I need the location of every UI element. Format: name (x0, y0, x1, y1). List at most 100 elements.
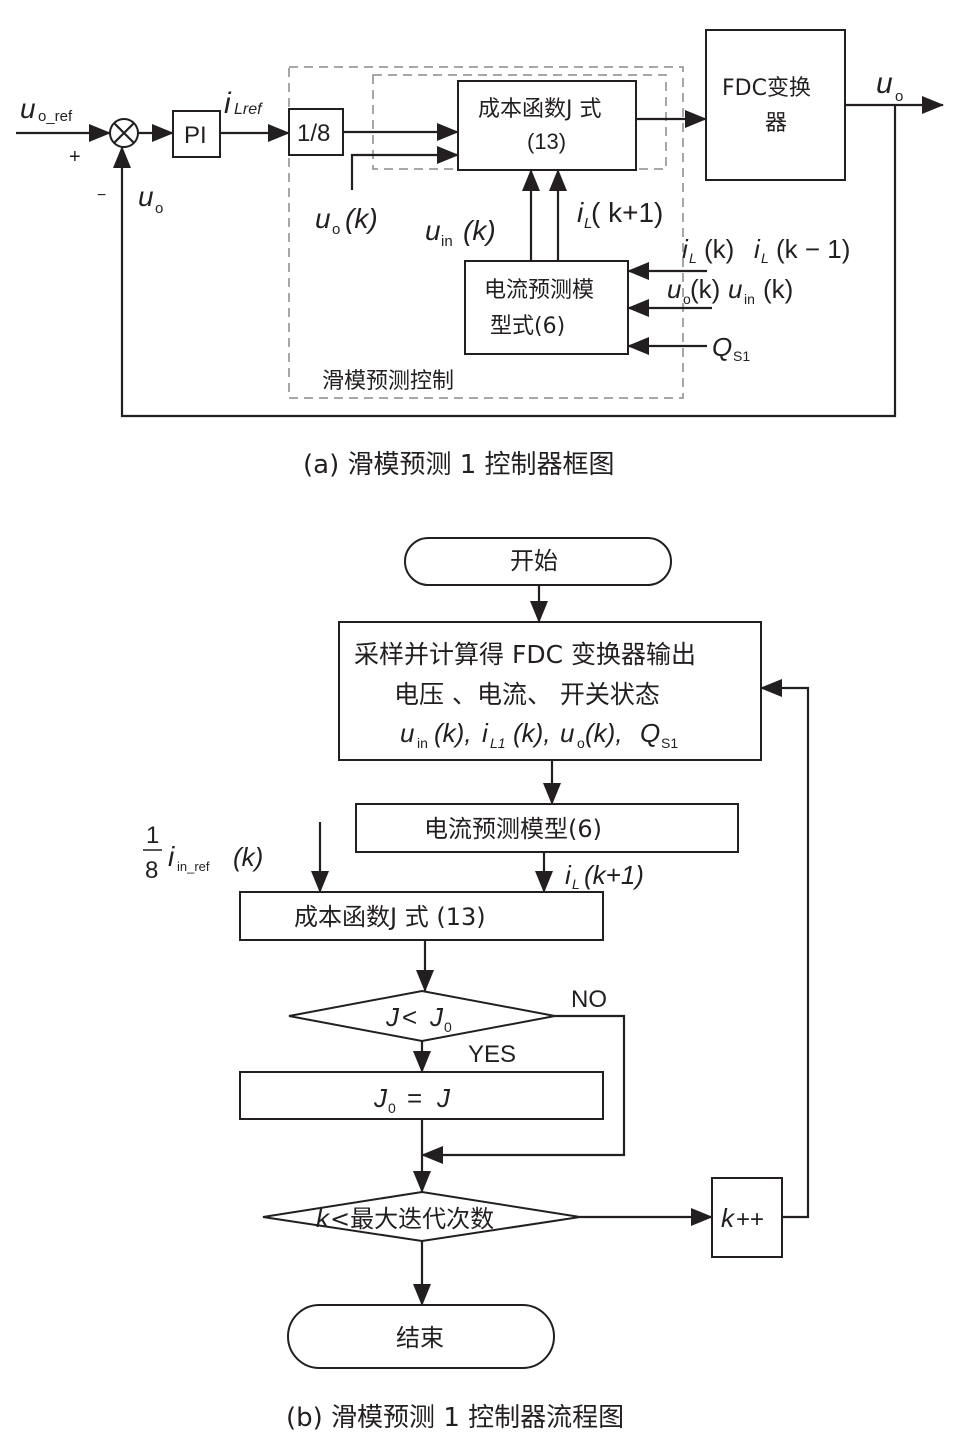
cost-function-block (457, 80, 637, 171)
il-k-subscript: L (689, 250, 697, 266)
decision2-text: <最大迭代次数 (330, 1205, 494, 1233)
frac-numerator: 1 (146, 822, 159, 849)
region-label: 滑模预测控制 (322, 369, 454, 394)
qs1-symbol: Q (712, 332, 732, 362)
uin-k-symbol: u (425, 215, 441, 246)
il-km1-arg: (k − 1) (776, 234, 850, 264)
gain-label: 1/8 (297, 120, 330, 147)
converter-line2: 器 (765, 111, 787, 136)
ref-i-symbol: i (168, 841, 175, 872)
il-next-subscript: L (572, 876, 580, 892)
il-k-arg: (k) (704, 234, 734, 264)
ilref-subscript: Lref (234, 101, 263, 118)
assign-eq: = (407, 1083, 422, 1113)
uin-input-subscript: in (744, 291, 755, 307)
start-label: 开始 (510, 547, 558, 575)
il-k1-subscript: L (584, 215, 592, 232)
decision1-rhs: J (429, 1002, 444, 1032)
sample-uin-symbol: u (400, 718, 414, 748)
decision1-rhs-sub: 0 (444, 1019, 452, 1035)
uin-input-arg: (k) (763, 274, 793, 304)
sample-uo-subscript: o (577, 735, 585, 751)
ilref-symbol: i (224, 87, 232, 120)
ref-subscript: o_ref (38, 108, 73, 125)
assign-lhs: J (373, 1083, 388, 1113)
il-k1-symbol: i (577, 197, 584, 228)
qs1-subscript: S1 (733, 348, 750, 364)
uo-k-subscript: o (332, 221, 340, 238)
output-symbol: u (876, 67, 893, 100)
decision1-lhs: J (385, 1002, 400, 1032)
sample-il1-arg: (k), (513, 718, 551, 748)
sample-il1-symbol: i (482, 718, 489, 748)
decision-j-less-j0 (288, 989, 556, 1043)
uin-k-subscript: in (441, 233, 453, 250)
no-label: NO (571, 986, 607, 1013)
flowchart (239, 537, 810, 1369)
prediction-line2: 型式(6) (490, 314, 565, 339)
uo-input-subscript: o (683, 291, 691, 307)
il-next-arg: (k+1) (584, 860, 644, 890)
plus-sign: + (69, 146, 81, 168)
minus-sign: − (97, 187, 106, 204)
il-km1-symbol: i (754, 234, 761, 264)
fdc-converter-block (705, 29, 846, 181)
pi-label: PI (184, 122, 207, 149)
end-terminal (287, 1304, 555, 1369)
sample-block (338, 621, 762, 761)
frac-denominator: 8 (145, 857, 158, 884)
uo-k-arrow (350, 146, 459, 190)
cost-function-label: 成本函数J 式 (13) (294, 903, 486, 931)
summing-junction (109, 118, 139, 148)
block-diagram (16, 29, 944, 418)
uo-k-symbol: u (315, 203, 331, 234)
sample-uin-arg: (k), (434, 718, 472, 748)
no-branch-line (421, 1014, 626, 1164)
prediction-model-step (355, 803, 739, 853)
increment-var: k (721, 1203, 736, 1233)
assign-rhs: J (436, 1083, 451, 1113)
sample-q-symbol: Q (640, 718, 660, 748)
decision2-var: k (316, 1203, 331, 1233)
feedback-symbol: u (138, 181, 154, 212)
feedback-line (113, 105, 897, 418)
sample-q-subscript: S1 (661, 735, 678, 751)
caption-a: (a) 滑模预测 1 控制器框图 (303, 450, 615, 480)
increment-block (711, 1177, 783, 1258)
sample-uin-subscript: in (417, 735, 428, 751)
il-next-symbol: i (565, 860, 572, 890)
sample-uo-arg: (k), (585, 718, 623, 748)
il-k1-arg: ( k+1) (591, 197, 663, 228)
uo-input-symbol: u (667, 274, 681, 304)
prediction-line1: 电流预测模 (484, 278, 594, 303)
il-km1-subscript: L (761, 250, 769, 266)
assign-step (239, 1071, 604, 1120)
sample-il1-subscript: L1 (490, 735, 506, 751)
prediction-model-label: 电流预测模型(6) (424, 815, 602, 843)
ref-i-subscript: in_ref (177, 859, 210, 874)
sample-uo-symbol: u (560, 718, 574, 748)
cost-function-step (239, 891, 604, 941)
loop-back-line (760, 679, 810, 1219)
pi-block (172, 110, 221, 158)
decision1-op: < (402, 1002, 417, 1032)
yes-label: YES (468, 1041, 516, 1068)
assign-lhs-sub: 0 (388, 1100, 396, 1116)
caption-b: (b) 滑模预测 1 控制器流程图 (286, 1403, 624, 1433)
uin-k-arg: (k) (463, 215, 496, 246)
increment-op: ++ (736, 1206, 764, 1233)
ref-i-arg: (k) (233, 842, 263, 872)
feedback-subscript: o (155, 200, 163, 217)
sample-line1: 采样并计算得 FDC 变换器输出 (354, 640, 696, 669)
converter-line1: FDC变换 (722, 76, 811, 101)
sample-line2: 电压 、电流、 开关状态 (394, 680, 660, 709)
cost-function-line1: 成本函数J 式 (478, 97, 601, 122)
uo-k-arg: (k) (345, 203, 378, 234)
output-subscript: o (895, 88, 903, 105)
il-k-symbol: i (682, 234, 689, 264)
sliding-mode-region (288, 66, 684, 399)
end-label: 结束 (396, 1324, 444, 1352)
prediction-model-block (464, 260, 629, 355)
ref-symbol: u (20, 93, 36, 124)
